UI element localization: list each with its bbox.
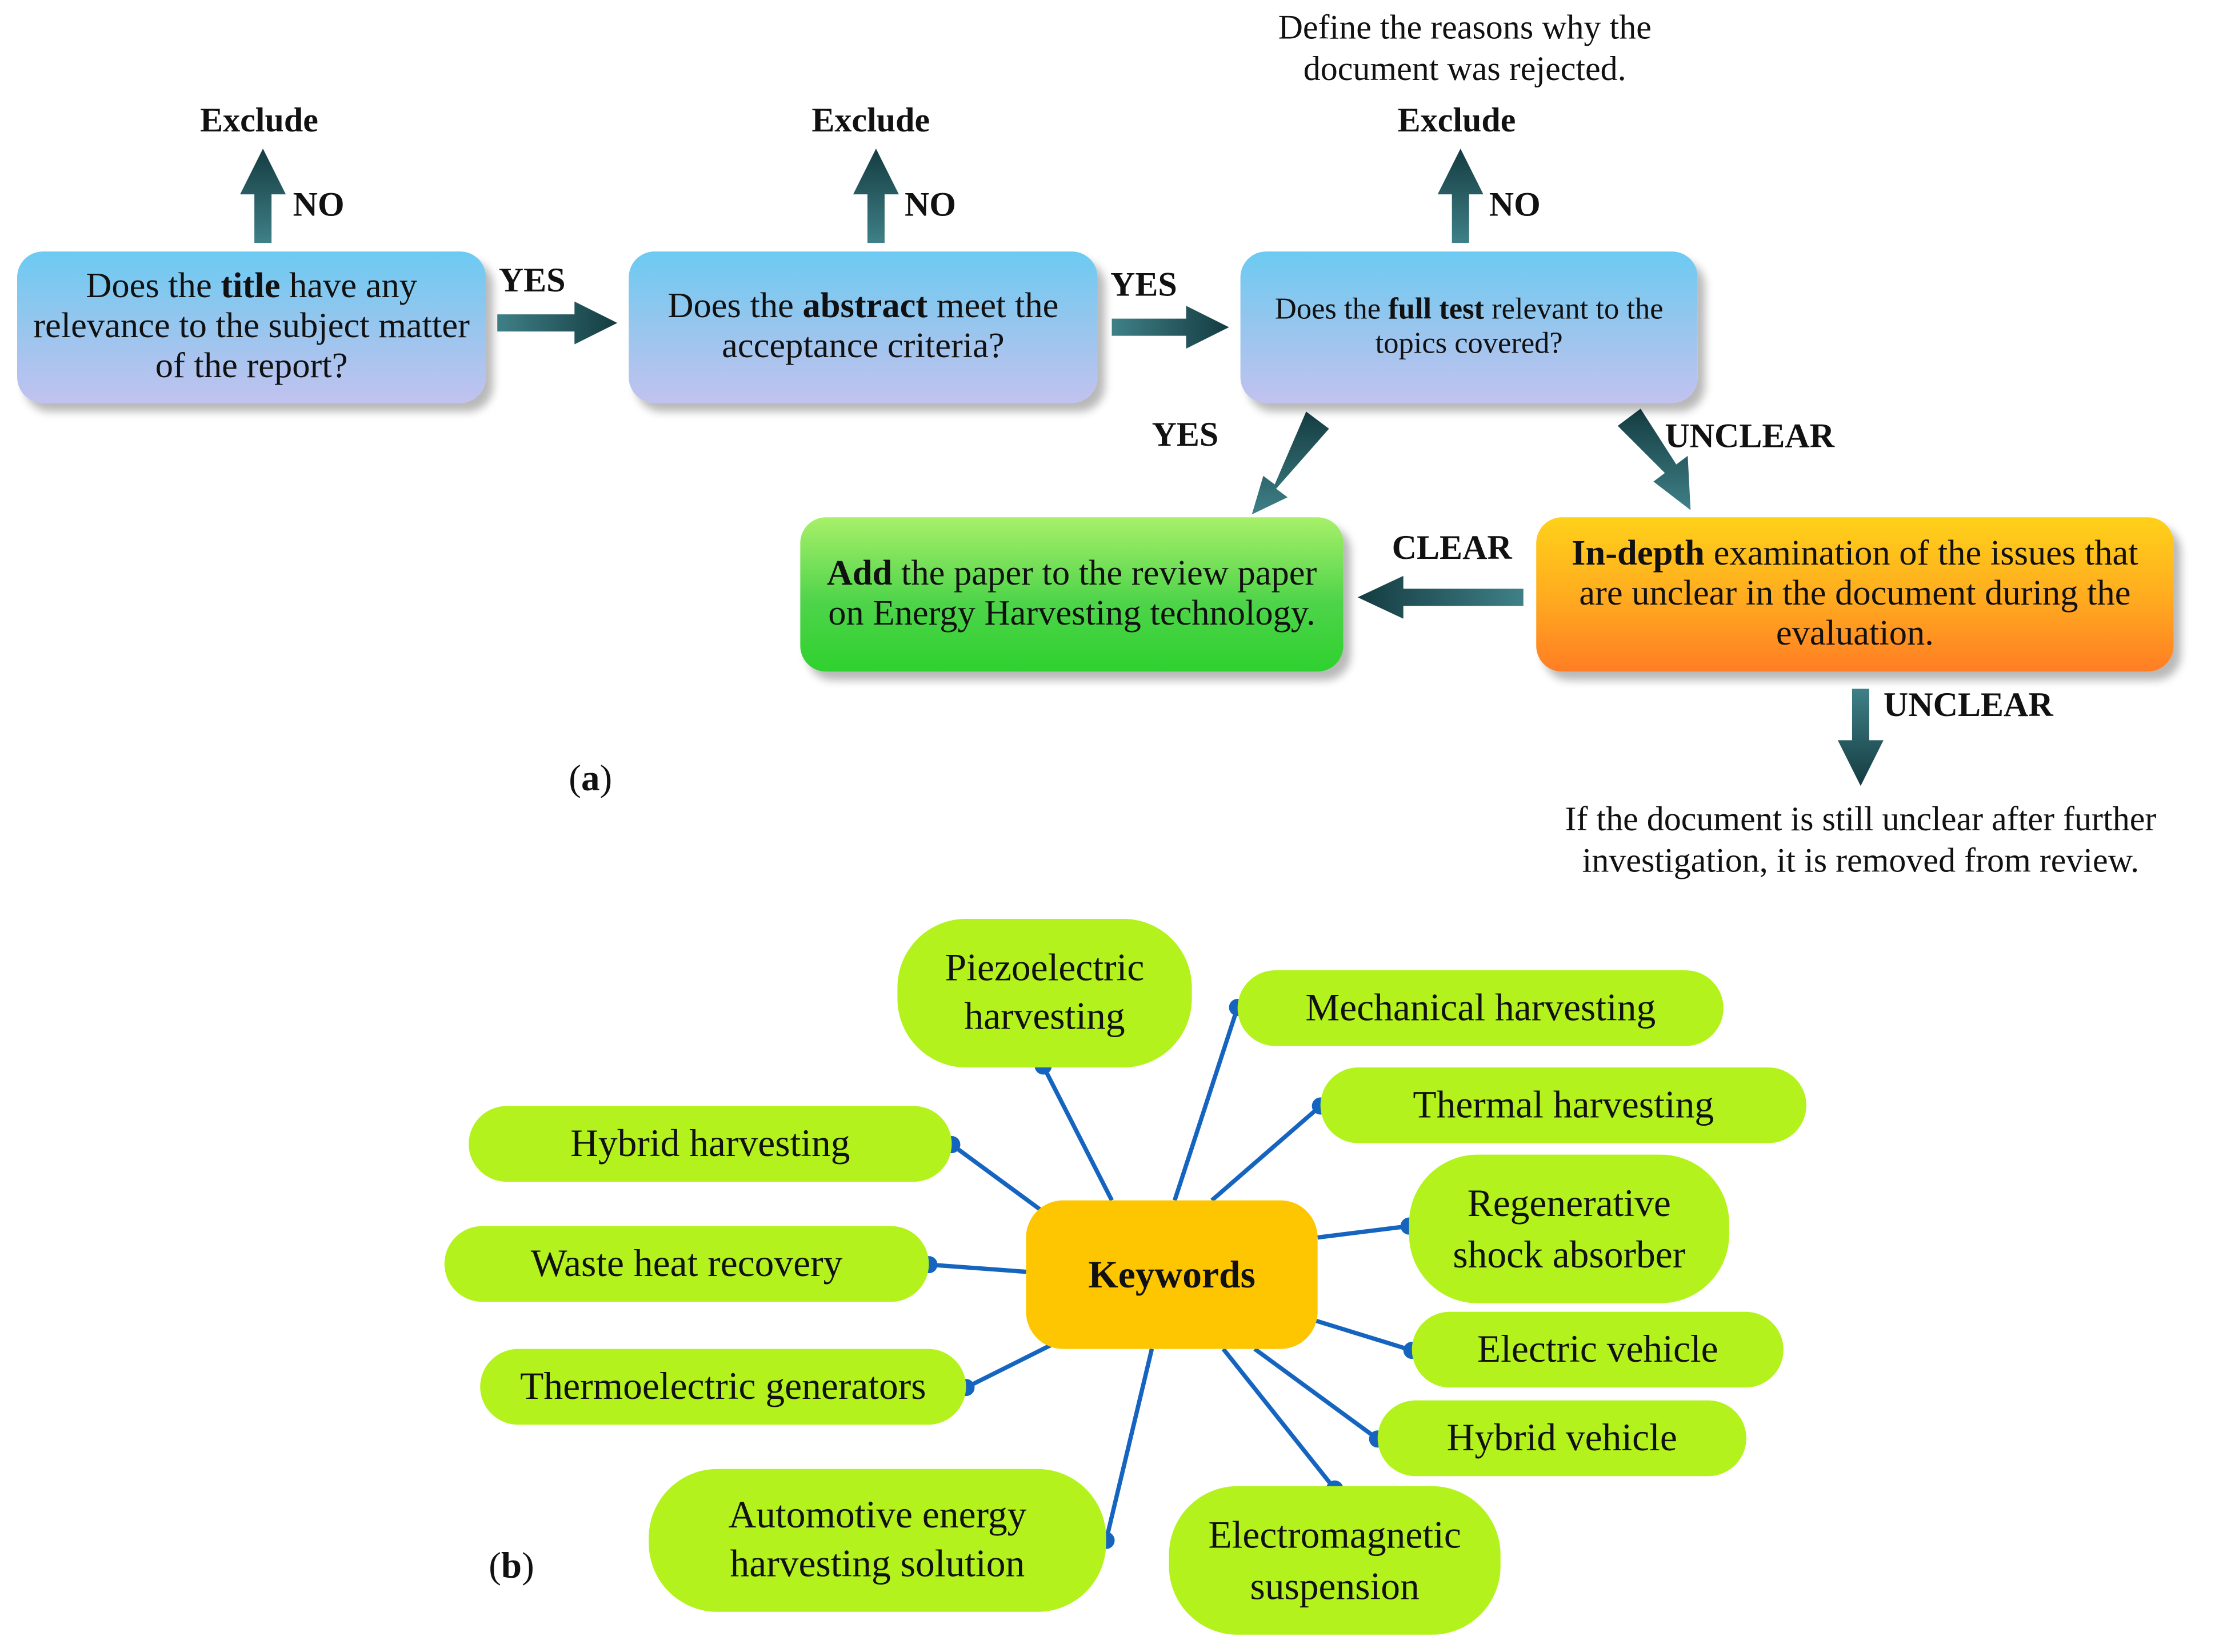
connector-piezoelectric (1041, 1065, 1114, 1202)
keyword-automotive-energy-harvesting-solution: Automotive energy harvesting solution (649, 1469, 1106, 1612)
yes-label-3: YES (1152, 417, 1219, 455)
keyword-electric-vehicle: Electric vehicle (1412, 1311, 1784, 1388)
connector-electromagnetic (1221, 1347, 1337, 1491)
keyword-piezoelectric-harvesting: Piezoelectric harvesting (897, 918, 1192, 1068)
exclude-label-2: Exclude (811, 103, 930, 141)
keyword-label: Hybrid vehicle (1446, 1415, 1677, 1459)
keyword-label: Thermal harvesting (1413, 1082, 1714, 1126)
keywords-hub: Keywords (1026, 1200, 1318, 1349)
connector-thermoelectric (965, 1341, 1056, 1390)
mindmap-connectors (929, 1006, 1413, 1541)
keyword-label: Regenerative shock absorber (1453, 1181, 1686, 1277)
no-arrow-2 (853, 149, 899, 243)
keyword-mechanical-harvesting: Mechanical harvesting (1237, 970, 1724, 1046)
clear-label: CLEAR (1392, 530, 1512, 567)
connector-hybrid-vehicle (1253, 1347, 1379, 1441)
no-label-3: NO (1489, 187, 1541, 225)
connector-electric-vehicle (1314, 1318, 1413, 1353)
fulltext-question-text: Does the full test relevant to the topic… (1274, 291, 1664, 361)
connector-hybrid-harvesting (950, 1143, 1045, 1214)
panel-label-a: (a) (569, 757, 613, 799)
add-paper-box: Add the paper to the review paper on Ene… (800, 517, 1344, 672)
indepth-exam-box: In-depth examination of the issues that … (1536, 517, 2174, 672)
keyword-regenerative-shock-absorber: Regenerative shock absorber (1409, 1154, 1729, 1303)
keyword-label: Mechanical harvesting (1305, 985, 1656, 1029)
keyword-label: Electric vehicle (1477, 1327, 1718, 1370)
exclude-label-1: Exclude (200, 103, 318, 141)
yes-arrow-3 (1252, 411, 1329, 515)
indepth-exam-text: In-depth examination of the issues that … (1572, 534, 2138, 654)
unclear-label-2: UNCLEAR (1883, 687, 2053, 725)
unclear-arrow-down (1837, 689, 1884, 786)
no-arrow-3 (1437, 149, 1484, 243)
exclude-label-3: Exclude (1397, 103, 1516, 141)
connector-waste-heat (929, 1262, 1026, 1274)
title-question-box: Does the title have any relevance to the… (17, 251, 486, 403)
keyword-thermoelectric-generators: Thermoelectric generators (480, 1349, 966, 1425)
connector-automotive (1103, 1348, 1154, 1541)
yes-label-2: YES (1110, 267, 1177, 305)
keyword-label: Hybrid harvesting (570, 1121, 850, 1165)
no-arrow-1 (240, 149, 286, 243)
keyword-label: Electromagnetic suspension (1208, 1513, 1461, 1608)
connector-thermal (1210, 1104, 1322, 1202)
panel-label-b: (b) (489, 1545, 534, 1586)
add-paper-text: Add the paper to the review paper on Ene… (826, 554, 1317, 633)
fulltext-question-box: Does the full test relevant to the topic… (1240, 251, 1698, 403)
keyword-waste-heat-recovery: Waste heat recovery (444, 1226, 929, 1302)
keyword-hybrid-harvesting: Hybrid harvesting (469, 1106, 952, 1182)
keywords-hub-label: Keywords (1088, 1252, 1256, 1295)
abstract-question-text: Does the abstract meet the acceptance cr… (667, 287, 1059, 366)
keyword-label: Automotive energy harvesting solution (728, 1493, 1027, 1585)
abstract-question-box: Does the abstract meet the acceptance cr… (629, 251, 1098, 403)
keyword-hybrid-vehicle: Hybrid vehicle (1377, 1400, 1746, 1477)
no-label-2: NO (904, 187, 956, 225)
unclear-arrow-diag (1617, 409, 1691, 510)
reject-reasons-note: Define the reasons why the document was … (1278, 10, 1652, 89)
connector-regenerative (1317, 1223, 1410, 1240)
keyword-thermal-harvesting: Thermal harvesting (1320, 1067, 1806, 1143)
keyword-electromagnetic-suspension: Electromagnetic suspension (1169, 1486, 1501, 1635)
title-question-text: Does the title have any relevance to the… (33, 266, 470, 386)
yes-label-1: YES (498, 263, 566, 301)
unclear-label-1: UNCLEAR (1665, 418, 1835, 456)
clear-arrow (1357, 575, 1524, 619)
keyword-label: Thermoelectric generators (520, 1364, 926, 1407)
yes-arrow-2 (1111, 306, 1229, 349)
removed-from-review-note: If the document is still unclear after f… (1565, 801, 2157, 880)
yes-arrow-1 (497, 301, 618, 345)
keyword-label: Piezoelectric harvesting (945, 946, 1145, 1038)
keyword-label: Waste heat recovery (530, 1241, 843, 1285)
connector-mechanical (1173, 1006, 1240, 1201)
no-label-1: NO (293, 187, 345, 225)
